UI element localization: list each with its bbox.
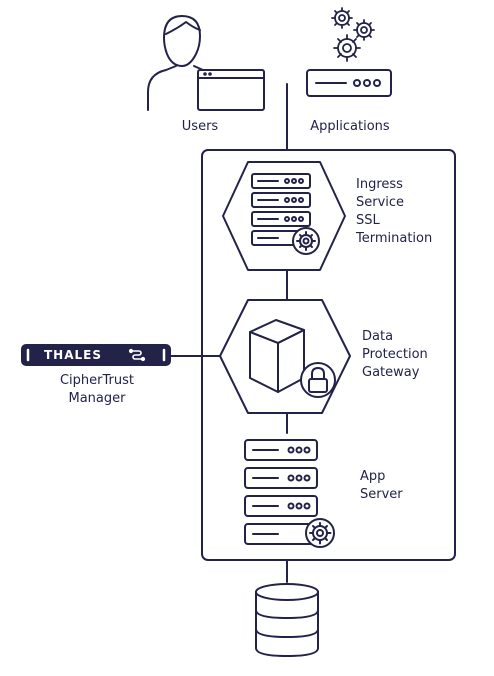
thales-logo-icon <box>21 344 171 366</box>
app-server-label-line: App <box>360 469 386 484</box>
cipher-trust-label-line: CipherTrust <box>59 373 134 388</box>
user-browser-icon <box>147 15 265 111</box>
gears-server-icon <box>306 7 392 97</box>
app-server-stack <box>244 439 335 548</box>
ingress-label-line: SSL <box>356 213 380 228</box>
cube-lock-icon <box>249 319 336 398</box>
users-label: Users <box>181 119 219 134</box>
cipher-trust-label-line: Manager <box>68 391 126 406</box>
gateway-hexagon <box>219 299 351 414</box>
gateway-label-line: Protection <box>362 347 428 362</box>
gateway-label-line: Gateway <box>362 365 420 380</box>
database-icon <box>255 583 319 657</box>
applications-label: Applications <box>310 119 390 134</box>
thales-brand-text: THALES <box>44 348 103 362</box>
ingress-hexagon <box>222 161 346 271</box>
gateway-label: Data Protection Gateway <box>362 328 428 382</box>
cipher-trust-label: CipherTrust Manager <box>46 372 148 408</box>
gateway-label-line: Data <box>362 329 394 344</box>
ingress-label-line: Ingress <box>356 177 403 192</box>
app-server-label-line: Server <box>360 487 403 502</box>
connector-lines <box>169 83 288 583</box>
server-stack-gear-icon <box>251 173 320 255</box>
gateway-container <box>201 149 456 561</box>
app-server-label: App Server <box>360 468 403 504</box>
ingress-label-line: Service <box>356 195 405 210</box>
ingress-label-line: Termination <box>356 231 433 246</box>
ingress-label: Ingress Service SSL Termination <box>356 176 432 248</box>
